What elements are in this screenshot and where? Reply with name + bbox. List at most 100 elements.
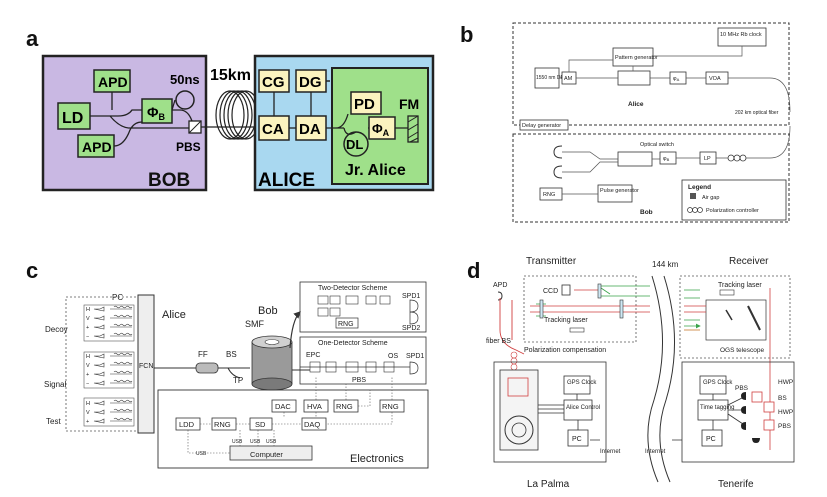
fiber-bs-path (499, 298, 525, 355)
tenerife-label: Tenerife (718, 479, 754, 490)
delay-label: 50ns (170, 72, 200, 87)
pd-box (350, 91, 382, 115)
legend-title: Legend (688, 184, 711, 191)
alice-output-fiber (154, 367, 250, 379)
bob-fiber-paths (90, 92, 193, 147)
pc-rx-box (701, 429, 723, 447)
gps-tx-label: GPS Clock (567, 380, 597, 386)
laser-coils (93, 305, 133, 424)
rng-b-label: RNG (543, 192, 555, 198)
computer-label: Computer (250, 450, 283, 459)
fm-label: FM (399, 96, 419, 112)
two-detector-spd (409, 299, 419, 325)
tracking-rx-label: Tracking laser (718, 282, 762, 289)
pulse-gen-box (597, 184, 633, 203)
pc-tx-label: PC (572, 436, 582, 443)
fcn-label: FCN (139, 363, 153, 370)
phase-b-b-label: φB (663, 156, 670, 162)
laser-b-label: 1550 nm DFB (536, 75, 568, 81)
phase-a-b-label: φA (673, 76, 680, 82)
sea-gap (647, 275, 675, 483)
svg-text:V: V (86, 316, 90, 322)
phase-b-label: ΦB (147, 104, 166, 122)
laser-bank-region (65, 296, 139, 432)
detector-top (553, 145, 563, 159)
two-detector-label: Two-Detector Scheme (318, 285, 387, 292)
spd2-label: SPD2 (402, 325, 420, 332)
one-detector-label: One-Detector Scheme (318, 340, 388, 347)
legend-pol: Polarization controller (706, 208, 759, 214)
laser-diodes (507, 377, 529, 397)
rng-hva-label: RNG (336, 402, 353, 411)
ff-component (195, 362, 219, 374)
voa-label: VOA (709, 76, 721, 82)
svg-text:+: + (86, 372, 89, 378)
electronics-wiring (187, 376, 393, 454)
dac-label: DAC (275, 402, 291, 411)
usb-labels: USB USB USB USB (196, 439, 277, 457)
pc-rx-label: PC (706, 436, 716, 443)
am-label: AM (564, 76, 573, 82)
laser-disc (504, 415, 534, 445)
test-label: Test (46, 417, 61, 426)
fiber-spool (215, 90, 261, 140)
pulse-gen-label: Pulse generator (600, 188, 639, 194)
air-gap-symbol (690, 193, 696, 199)
tracking-rx-box (719, 289, 735, 296)
spd1-bottom-label: SPD1 (406, 353, 424, 360)
la-palma-label: La Palma (527, 479, 570, 490)
svg-text:USB: USB (232, 439, 243, 445)
smf-spool (251, 335, 293, 391)
panel-d: Transmitter Receiver 144 km APD CCD Trac… (486, 256, 795, 490)
bob-branch-arrow (289, 311, 301, 349)
hwp-bottom-label: HWP (778, 409, 793, 416)
laser-module (499, 369, 539, 451)
pol-comp-label: Polarization compensation (524, 347, 606, 354)
two-detector-components (317, 295, 391, 317)
rx-electronics-region (681, 361, 795, 463)
gps-rx-label: GPS Clock (703, 380, 733, 386)
pbs-rx-top-label: PBS (735, 385, 749, 392)
fcn-box (137, 294, 155, 434)
laser-disc-inner (511, 422, 527, 438)
legend-box (681, 179, 787, 221)
laser-groups (83, 304, 135, 427)
da-label: DA (299, 121, 321, 138)
fiber-b-label: 202 km optical fiber (735, 110, 779, 116)
apd-top-label: APD (98, 74, 128, 90)
pbs-b-diagonal (188, 120, 202, 134)
sd-label: SD (255, 420, 266, 429)
rng-two-box (335, 317, 359, 329)
transmitter-label: Transmitter (526, 256, 577, 267)
panel-label-a: a (26, 26, 39, 51)
rng-os-label: RNG (382, 402, 399, 411)
svg-text:USB: USB (250, 439, 261, 445)
delay-gen-label: Delay generator (522, 123, 561, 129)
cg-label: CG (262, 74, 285, 91)
panel-a: BOB APD LD APD ΦB 50ns PBS 15km ALICE C (41, 54, 435, 192)
decoy-label: Decoy (45, 325, 68, 334)
receiver-label: Receiver (729, 256, 769, 267)
detector-bottom (553, 165, 563, 179)
electronics-label: Electronics (350, 453, 404, 465)
electronics-region (157, 389, 429, 469)
one-detector-spd (409, 361, 419, 375)
pol-controller-symbol (687, 207, 703, 213)
interferometer-a (617, 70, 651, 86)
phase-a-label: ΦA (372, 121, 390, 138)
apd-d-label: APD (493, 282, 507, 289)
panel-c: PC Decoy Signal Test HV+− HV+− HV+ FCN A… (44, 281, 429, 469)
tx-optics-region (523, 275, 637, 343)
pbs-rx-bottom-label: PBS (778, 423, 792, 430)
svg-text:H: H (86, 307, 90, 313)
svg-text:+: + (86, 325, 89, 331)
smf-label: SMF (245, 319, 265, 329)
legend-air-gap: Air gap (702, 195, 719, 201)
panel-label-c: c (26, 258, 39, 283)
spd1-top-label: SPD1 (402, 293, 420, 300)
rx-pbs-cubes (751, 391, 775, 431)
panel-b: 10 MHz Rb clock Pattern generator 1550 n… (512, 22, 791, 223)
delay-gen-box (519, 119, 569, 131)
fiber-distance-label: 15km (210, 67, 251, 84)
